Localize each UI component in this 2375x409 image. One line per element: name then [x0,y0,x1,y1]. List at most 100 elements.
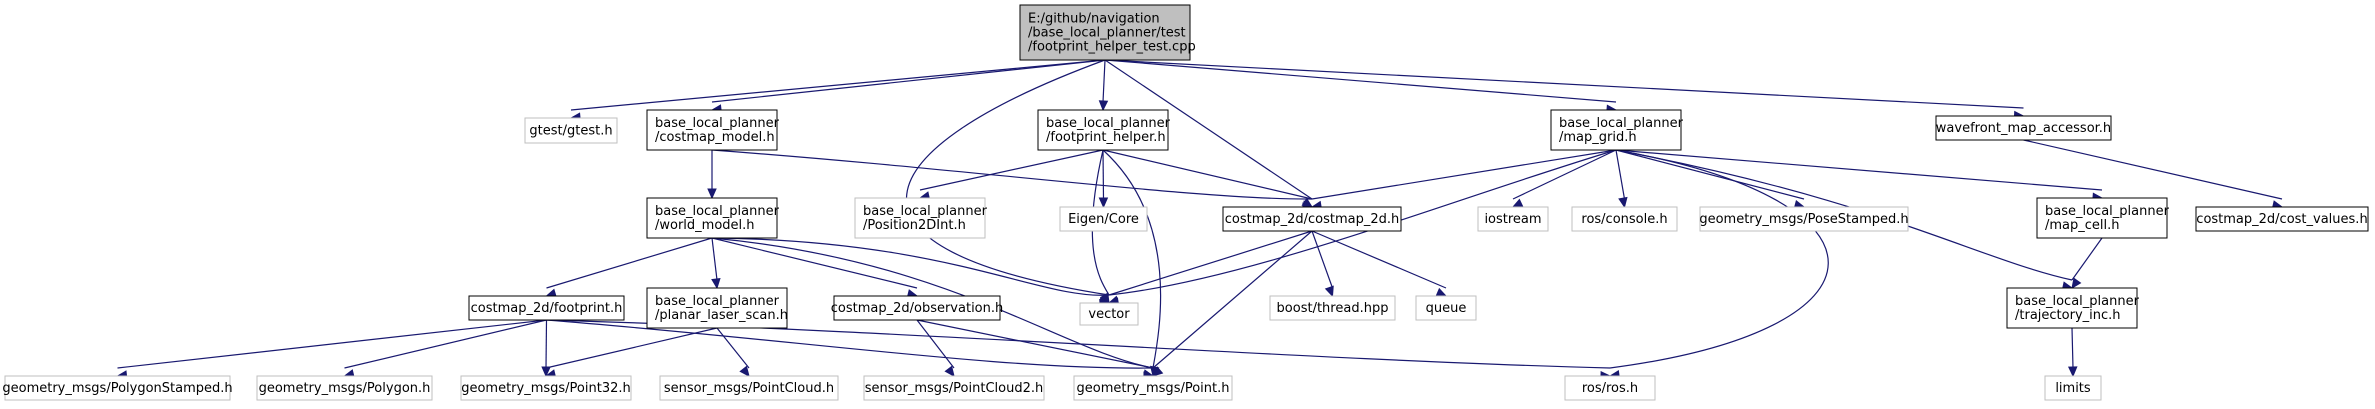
node-box [1079,302,1139,326]
node-label-line: geometry_msgs/Polygon.h [259,381,431,396]
arrowhead-map_cell-trajectory_inc [2071,277,2082,290]
node-ros-console: ros/console.h [1571,206,1678,232]
node-label-line: /Position2DInt.h [863,218,966,233]
edge-map_grid-map_cell [1615,149,2103,191]
node-iostream: iostream [1477,206,1549,232]
node-costmap-model[interactable]: base_local_planner/costmap_model.h [646,109,780,151]
node-box [646,197,778,239]
node-label-line: E:/github/navigation [1028,12,1160,27]
node-box [2195,206,2369,232]
arrowhead-costmap_model-world_model [707,188,717,200]
node-box [468,295,625,321]
edge-costmap_model-costmap_2d [711,149,1313,200]
node-label-line: base_local_planner [863,204,988,219]
node-observation[interactable]: costmap_2d/observation.h [831,295,1004,321]
arrowhead-root-footprint_helper [1098,100,1109,112]
edge-costmap_2d-vector [1108,230,1313,296]
node-root[interactable]: E:/github/navigation/base_local_planner/… [1019,4,1196,61]
node-label-line: iostream [1484,212,1541,227]
arrowhead-footprint_helper-eigen [1098,197,1109,209]
arrowhead-map_grid-iostream [1511,198,1524,208]
node-boost-thread: boost/thread.hpp [1269,295,1396,321]
node-box [2036,197,2168,239]
arrowhead-costmap_2d-point [1152,366,1164,377]
node-box [1222,206,1402,232]
edge-map_grid-pose_stamped [1615,149,1805,200]
arrowhead-trajectory_inc-limits [2067,366,2078,378]
node-box [1073,375,1233,401]
edge-map_cell-trajectory_inc [2071,237,2103,281]
node-label-line: /footprint_helper.h [1046,130,1166,145]
node-label-line: wavefront_map_accessor.h [1936,121,2111,136]
node-label-line: /costmap_model.h [655,130,775,145]
node-gtest: gtest/gtest.h [524,117,618,144]
node-label-line: boost/thread.hpp [1277,301,1389,316]
node-box [833,295,1001,321]
edge-footprint_helper-eigen [1102,149,1105,200]
node-box [646,109,778,151]
arrowhead-footprint-point32 [541,366,551,378]
node-box [1550,109,1682,151]
edge-footprint_helper-vector [1091,149,1110,296]
node-queue: queue [1415,295,1477,321]
edge-costmap_2d-queue [1311,230,1447,289]
node-label-line: costmap_2d/cost_values.h [2196,212,2367,227]
node-label-line: Eigen/Core [1068,212,1139,227]
node-trajectory-inc[interactable]: base_local_planner/trajectory_inc.h [2006,287,2140,329]
node-costmap-2d[interactable]: costmap_2d/costmap_2d.h [1222,206,1402,232]
node-label-line: vector [1088,307,1130,322]
edge-root-wavefront [1104,59,2024,109]
node-cost-values[interactable]: costmap_2d/cost_values.h [2195,206,2369,232]
node-label-line: /world_model.h [655,218,755,233]
node-box [646,287,788,329]
edge-root-gtest [570,59,1106,111]
node-label-line: ros/console.h [1581,212,1667,227]
edge-wavefront-cost_values [2023,139,2283,200]
edge-map_grid-ros_h [1609,149,1829,369]
edge-root-costmap_model [711,59,1106,103]
node-eigen: Eigen/Core [1059,206,1148,232]
node-map-grid[interactable]: base_local_planner/map_grid.h [1550,109,1684,151]
node-box [1699,206,1909,232]
node-label-line: gtest/gtest.h [529,124,612,139]
node-label-line: costmap_2d/observation.h [831,301,1004,316]
node-label-line: /base_local_planner/test [1028,26,1186,41]
node-box [863,375,1045,401]
arrowhead-map_grid-ros_console [1618,196,1628,209]
edge-planar_laser_scan-point_cloud [716,327,750,369]
node-label-line: base_local_planner [655,294,780,309]
node-box [4,375,231,401]
edge-costmap_2d-point [1152,230,1313,369]
edge-footprint-point32 [545,319,548,369]
node-polygon: geometry_msgs/Polygon.h [256,375,433,401]
node-label-line: base_local_planner [655,204,780,219]
node-label-line: costmap_2d/footprint.h [471,301,623,316]
edge-footprint_helper-point [1102,149,1162,369]
node-box [2006,287,2138,329]
node-point32: geometry_msgs/Point32.h [460,375,632,401]
edge-world_model-observation [711,237,918,289]
node-wavefront[interactable]: wavefront_map_accessor.h [1935,115,2112,141]
node-world-model[interactable]: base_local_planner/world_model.h [646,197,780,239]
arrowhead-observation-point_cloud2 [944,365,955,377]
node-map-cell[interactable]: base_local_planner/map_cell.h [2036,197,2170,239]
node-label-line: base_local_planner [1046,116,1171,131]
node-label-line: geometry_msgs/PoseStamped.h [1699,212,1908,227]
node-box [1477,206,1549,232]
edge-root-vector [906,59,1110,296]
arrowhead-costmap_2d-queue [1435,287,1448,297]
node-planar-laser-scan[interactable]: base_local_planner/planar_laser_scan.h [646,287,788,329]
node-label-line: geometry_msgs/PolygonStamped.h [2,381,232,396]
edge-map_grid-ros_console [1615,149,1626,200]
node-label-line: geometry_msgs/Point32.h [461,381,631,396]
node-label-line: base_local_planner [2045,204,2170,219]
node-footprint[interactable]: costmap_2d/footprint.h [468,295,625,321]
node-position2dint: base_local_planner/Position2DInt.h [854,197,988,239]
node-footprint-helper[interactable]: base_local_planner/footprint_helper.h [1037,109,1171,151]
node-limits: limits [2044,375,2102,401]
edge-footprint-point [546,319,1154,369]
edge-root-costmap_2d [1104,59,1313,200]
edge-footprint_helper-costmap_2d [1102,149,1313,200]
node-label-line: base_local_planner [2015,294,2140,309]
